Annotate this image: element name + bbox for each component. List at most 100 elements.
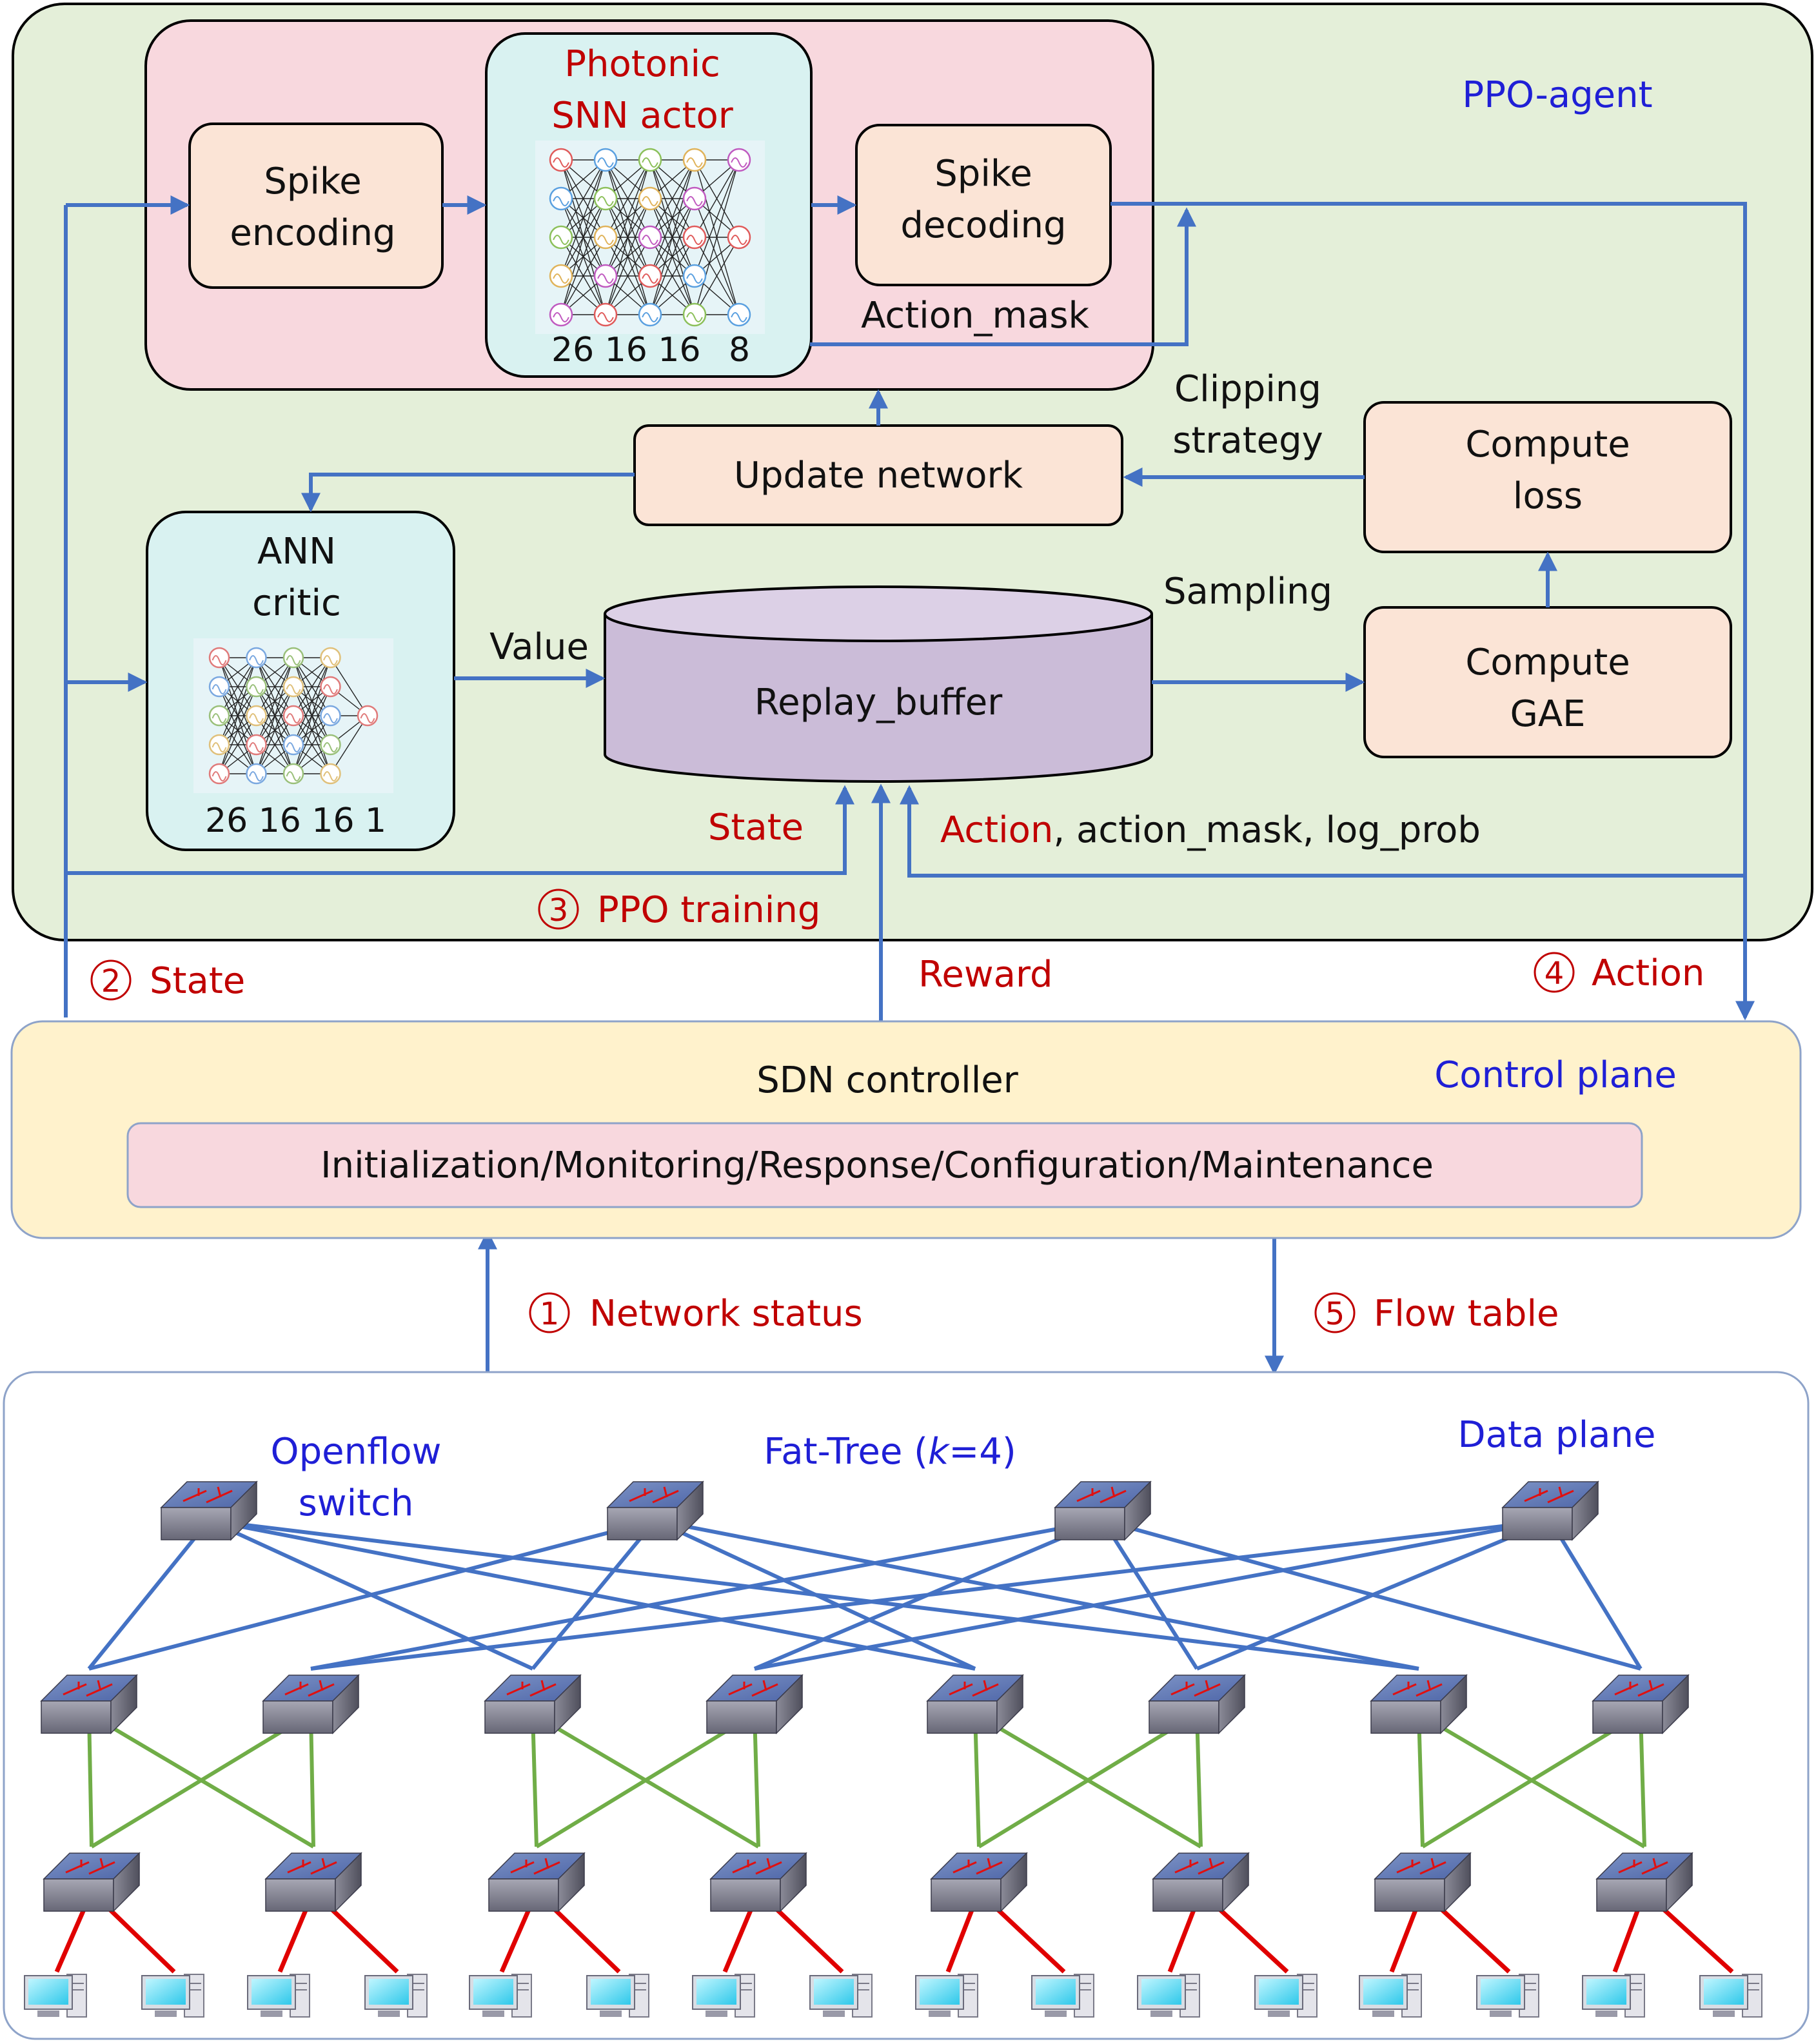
spike-wave-icon xyxy=(642,235,658,245)
network-node xyxy=(549,302,573,327)
network-node xyxy=(320,647,341,669)
spike-wave-icon xyxy=(553,312,569,322)
host-stand xyxy=(600,2010,622,2017)
spike-wave-icon xyxy=(731,157,747,168)
spike-encoding-box xyxy=(188,123,444,289)
switch-arrow xyxy=(510,1861,535,1874)
spike-wave-icon xyxy=(286,655,301,665)
ppo-agent-title: PPO-agent xyxy=(1462,74,1652,116)
openflow-switch-icon xyxy=(160,1480,258,1541)
network-node xyxy=(549,225,573,250)
spike-wave-icon xyxy=(212,684,227,694)
network-node xyxy=(549,186,573,211)
switch-front xyxy=(41,1700,112,1734)
network-node xyxy=(246,647,267,669)
openflow-switch-icon xyxy=(40,1674,138,1734)
spike-wave-icon xyxy=(686,235,703,245)
switch-front xyxy=(43,1878,114,1912)
switch-arrow xyxy=(1198,1861,1225,1875)
network-connection xyxy=(219,715,257,774)
switch-front xyxy=(1374,1878,1445,1912)
openflow-switch-icon xyxy=(926,1674,1024,1734)
network-node xyxy=(682,148,707,172)
buffer-input-action: Action xyxy=(940,809,1053,851)
spike-wave-icon xyxy=(212,655,227,665)
network-node xyxy=(246,763,267,785)
spike-wave-icon xyxy=(212,713,227,723)
switch-front xyxy=(706,1700,777,1734)
network-node xyxy=(208,647,230,669)
openflow-switch-icon xyxy=(706,1674,804,1734)
arrow-action-mask xyxy=(810,207,1196,346)
ppo-training-step: 3 PPO training xyxy=(538,889,820,931)
snn-actor-outputs: 8 xyxy=(729,331,750,369)
aggregation-edge-link xyxy=(973,1713,981,1847)
replay-buffer-label: Replay_buffer xyxy=(755,682,1003,723)
network-connection xyxy=(293,686,331,774)
host-computer-icon xyxy=(1359,1974,1422,2018)
value-label: Value xyxy=(489,626,589,668)
switch-front xyxy=(1592,1700,1663,1734)
flow-table-step-text: Flow table xyxy=(1374,1293,1559,1335)
network-connection xyxy=(255,686,294,774)
switch-arrow xyxy=(755,1861,782,1875)
openflow-switch-icon xyxy=(1152,1852,1250,1912)
replay-buffer-cylinder xyxy=(604,585,1153,783)
aggregation-edge-link xyxy=(531,1713,538,1847)
openflow-switch-icon xyxy=(1374,1852,1472,1912)
network-connection xyxy=(560,159,606,315)
ann-critic-title-line1: ANN xyxy=(257,531,336,573)
openflow-switch-icon xyxy=(1592,1674,1690,1734)
openflow-switch-line1: Openflow xyxy=(271,1431,442,1473)
host-computer-icon xyxy=(692,1974,755,2018)
spike-wave-icon xyxy=(642,196,658,206)
ann-critic-title-line2: critic xyxy=(252,582,341,624)
fat-tree-label: Fat-Tree (k=4) xyxy=(764,1431,1016,1473)
host-stand xyxy=(1268,2010,1290,2017)
switch-front xyxy=(931,1878,1002,1912)
switch-front xyxy=(1502,1507,1573,1540)
action-step: 4 Action xyxy=(1534,952,1704,994)
network-connection xyxy=(560,198,606,315)
spike-wave-icon xyxy=(323,684,338,694)
openflow-switch-icon xyxy=(1370,1674,1468,1734)
snn-actor-network-graphic xyxy=(535,141,765,334)
switch-front xyxy=(607,1507,678,1540)
agent-arrows xyxy=(64,195,1755,1375)
switch-side xyxy=(110,1674,137,1734)
network-node xyxy=(320,763,341,785)
network-node xyxy=(320,705,341,727)
spike-wave-icon xyxy=(686,273,703,284)
host-computer-icon xyxy=(1582,1974,1645,2018)
clipping-strategy-line2: strategy xyxy=(1172,420,1323,462)
network-node xyxy=(593,225,618,250)
compute-gae-line1: Compute xyxy=(1465,642,1630,683)
ppo-training-step-circle xyxy=(538,889,579,930)
spike-wave-icon xyxy=(286,771,301,781)
host-stand xyxy=(823,2010,845,2017)
host-computer-icon xyxy=(469,1974,532,2018)
network-node xyxy=(682,302,707,327)
network-status-step-text: Network status xyxy=(589,1293,863,1335)
action-step-number: 4 xyxy=(1545,956,1564,992)
switch-arrow xyxy=(751,1683,778,1697)
sampling-label: Sampling xyxy=(1163,571,1332,613)
network-connection xyxy=(605,159,651,277)
spike-wave-icon xyxy=(642,273,658,284)
network-node xyxy=(638,186,662,211)
spike-wave-icon xyxy=(686,196,703,206)
network-connection xyxy=(649,237,695,315)
switch-side xyxy=(230,1480,257,1541)
switch-front xyxy=(1149,1700,1219,1734)
network-connection xyxy=(694,159,740,277)
spike-wave-icon xyxy=(597,196,614,206)
network-connection xyxy=(649,159,695,238)
compute-gae-line2: GAE xyxy=(1510,693,1585,735)
network-connection xyxy=(293,657,331,716)
openflow-switch-icon xyxy=(264,1852,362,1912)
clipping-strategy-line1: Clipping xyxy=(1174,368,1321,410)
network-connection xyxy=(605,198,651,315)
host-computer-icon xyxy=(1254,1974,1318,2018)
host-screen xyxy=(1141,1979,1181,2005)
